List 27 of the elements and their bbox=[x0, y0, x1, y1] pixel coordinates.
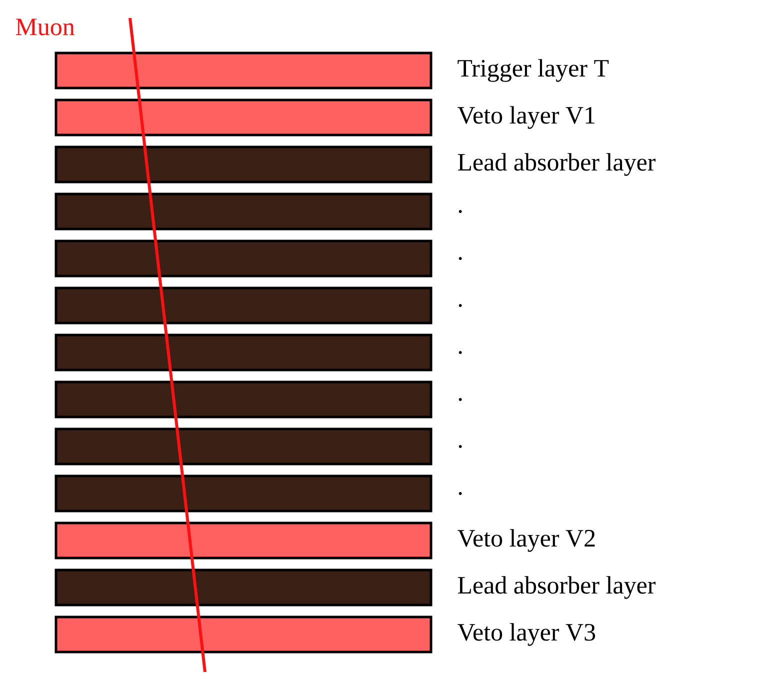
scintillator-layer bbox=[54, 98, 432, 136]
absorber-layer bbox=[54, 474, 432, 512]
layer-label: Veto layer V2 bbox=[458, 529, 595, 552]
layer-label: . bbox=[458, 398, 462, 401]
layer-label: Lead absorber layer bbox=[458, 153, 656, 176]
absorber-layer bbox=[54, 334, 432, 372]
absorber-layer bbox=[54, 286, 432, 324]
layer-label: Trigger layer T bbox=[458, 59, 609, 82]
absorber-layer bbox=[54, 240, 432, 278]
layer-label: . bbox=[458, 304, 462, 307]
scintillator-layer bbox=[54, 616, 432, 654]
layer-label: . bbox=[458, 492, 462, 495]
layer-label: . bbox=[458, 445, 462, 448]
scintillator-layer bbox=[54, 522, 432, 560]
absorber-layer bbox=[54, 568, 432, 606]
absorber-layer bbox=[54, 380, 432, 418]
absorber-layer bbox=[54, 146, 432, 184]
layer-label: . bbox=[458, 351, 462, 354]
scintillator-layer bbox=[54, 52, 432, 90]
layer-label: Veto layer V1 bbox=[458, 106, 595, 129]
layer-label: . bbox=[458, 257, 462, 260]
layer-label: Veto layer V3 bbox=[458, 623, 596, 646]
particle-label: Muon bbox=[16, 18, 75, 36]
layer-label: . bbox=[458, 210, 462, 213]
absorber-layer bbox=[54, 192, 432, 230]
layer-label: Lead absorber layer bbox=[458, 576, 656, 599]
absorber-layer bbox=[54, 428, 432, 466]
